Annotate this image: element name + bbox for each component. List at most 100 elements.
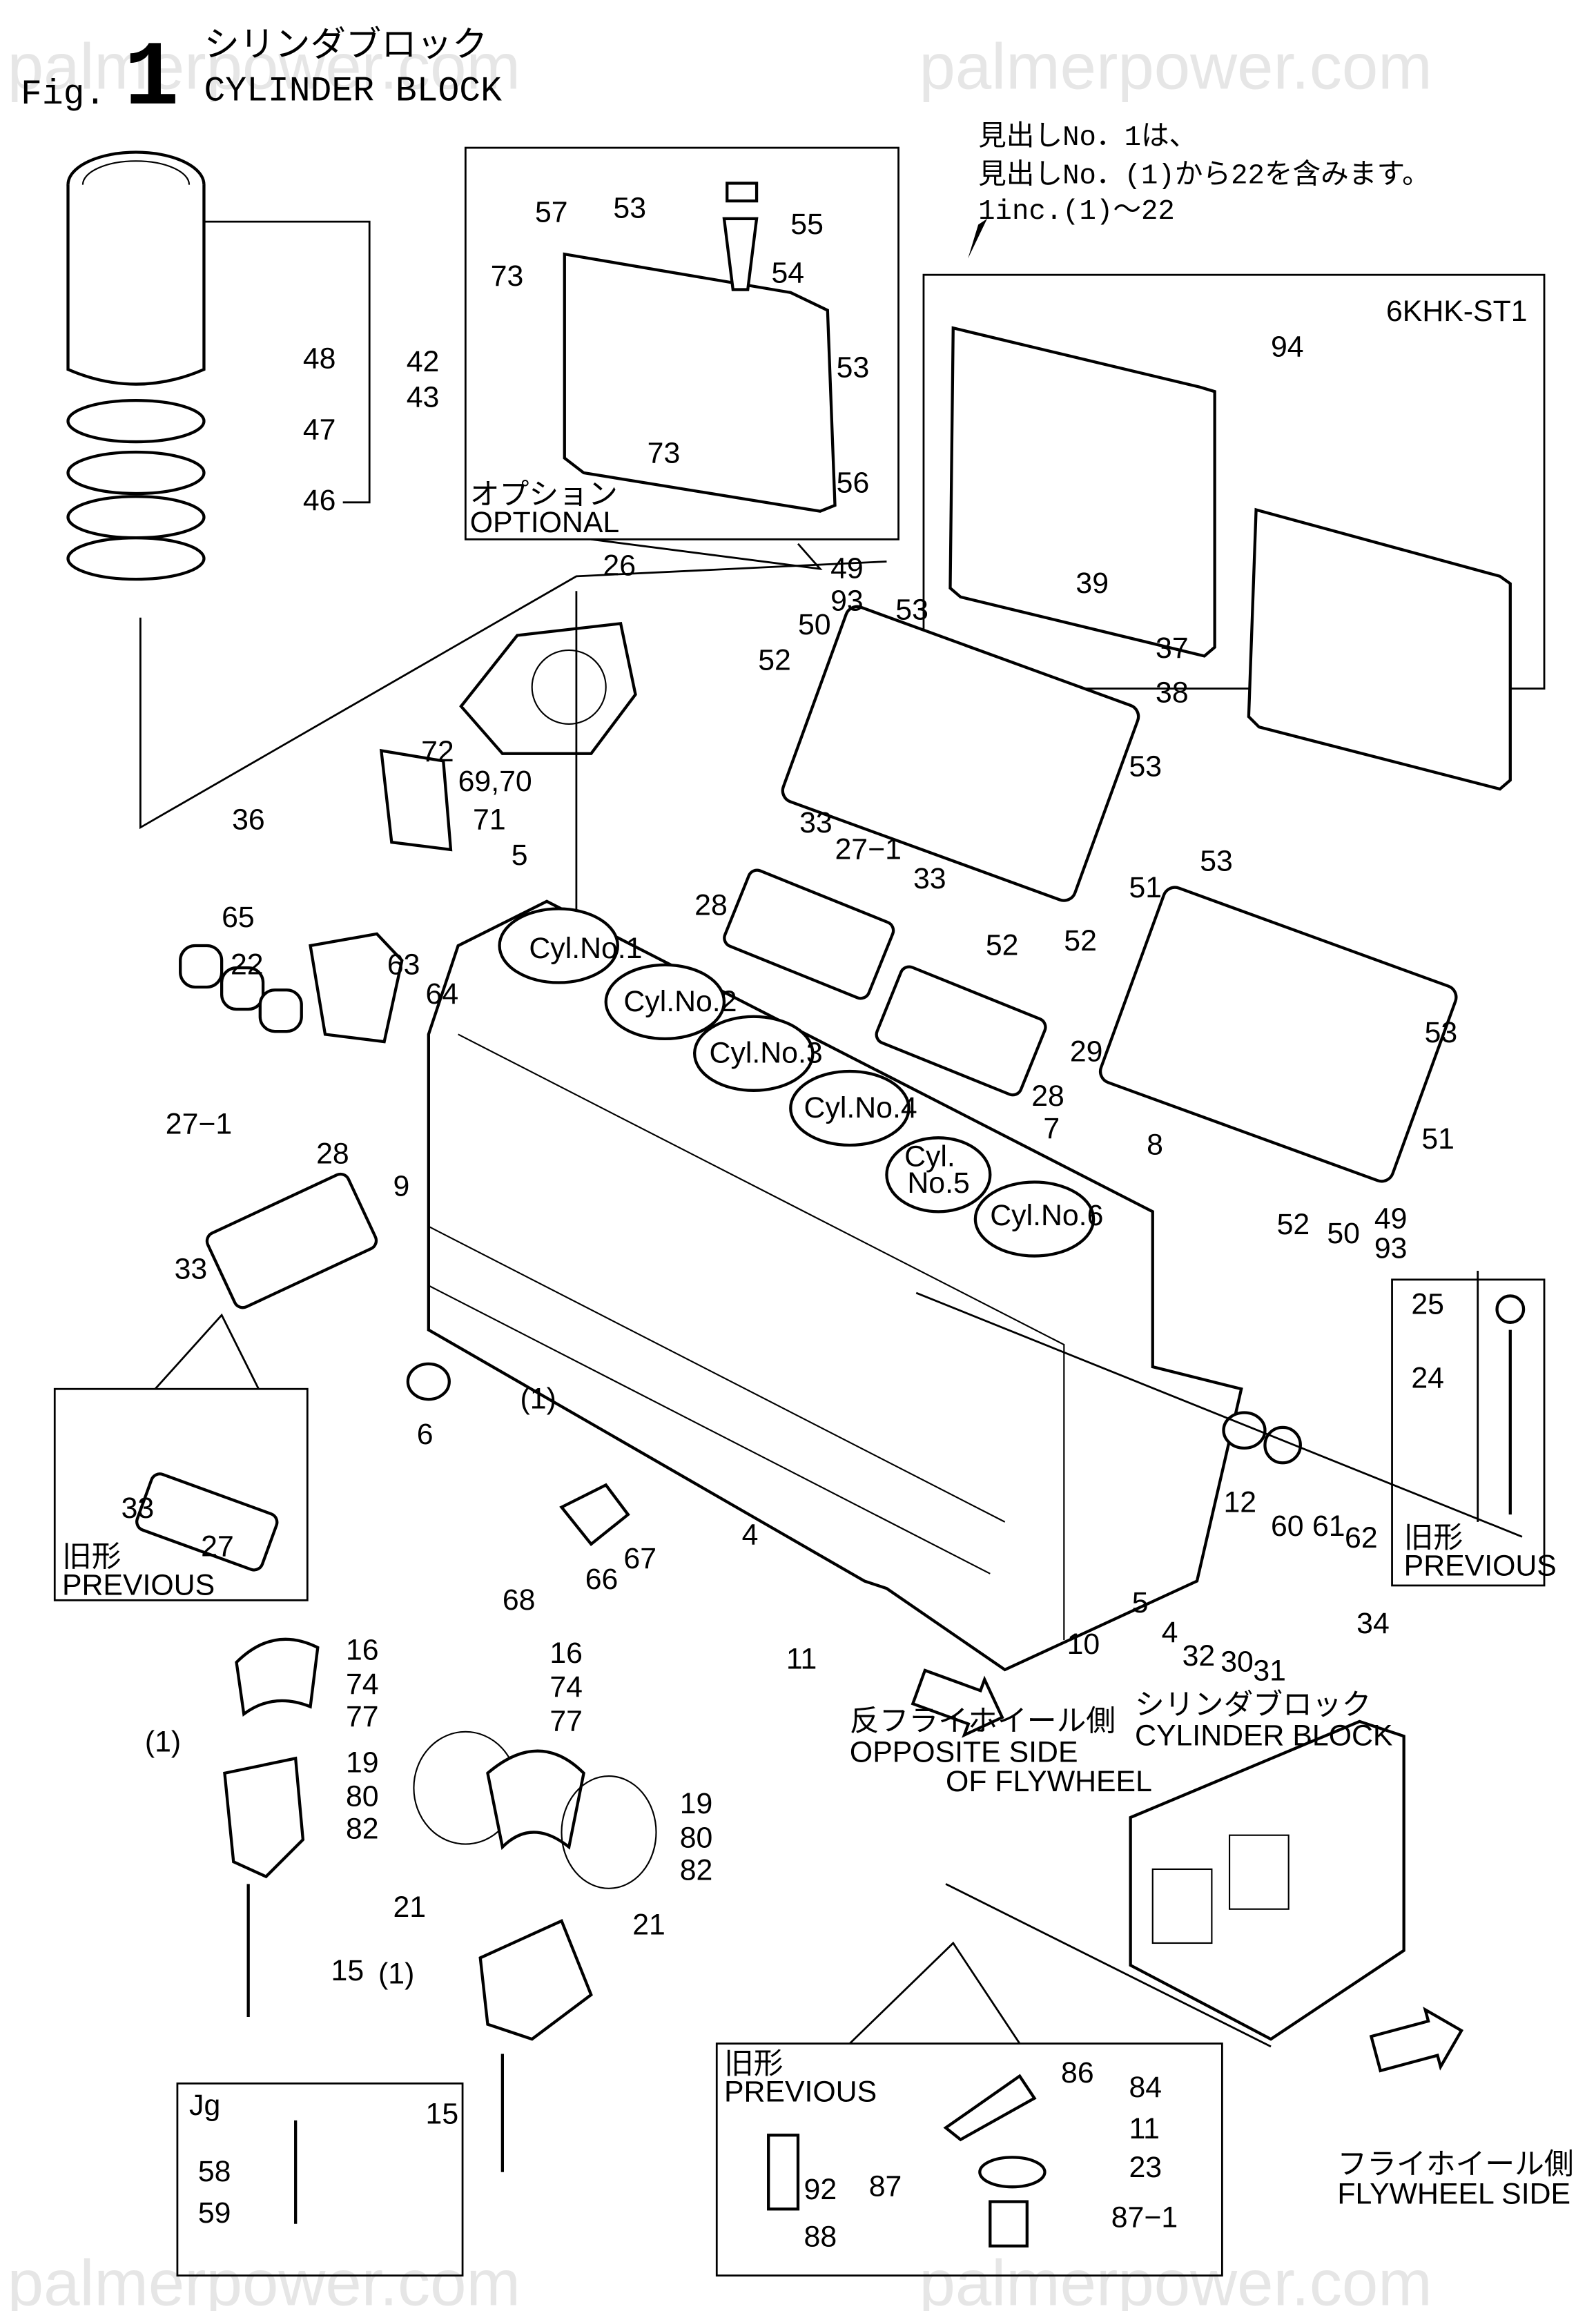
callout-part-46: 46 — [303, 484, 336, 517]
callout-part-92: 92 — [804, 2173, 837, 2206]
cover — [559, 1483, 630, 1547]
callout-part-33: 33 — [799, 806, 833, 839]
cylinder-label: Cyl.No.3 — [710, 1037, 823, 1070]
note-arrow-icon — [968, 218, 988, 259]
callout-part-57: 57 — [535, 196, 568, 229]
callout-part-82: 82 — [346, 1813, 379, 1846]
side-cover-gasket — [781, 605, 1140, 902]
callout-part-73: 73 — [491, 260, 524, 293]
callout-part-36: 36 — [232, 803, 265, 837]
callout-part-24: 24 — [1411, 1362, 1444, 1395]
callout-part-71: 71 — [473, 803, 506, 837]
callout-part-42: 42 — [407, 345, 440, 378]
model-box-label: 6KHK-ST1 — [1386, 295, 1528, 328]
watermark: palmerpower.com — [8, 30, 520, 102]
callout-part-9: 9 — [393, 1169, 409, 1202]
previous-en: PREVIOUS — [62, 1568, 215, 1601]
opposite-side-jp: 反フライホイール側 — [850, 1704, 1116, 1737]
callout-part--1-: (1) — [145, 1725, 181, 1758]
callout-part-48: 48 — [303, 342, 336, 376]
callout-part-53: 53 — [613, 191, 646, 224]
inset-title-jp: シリンダブロック — [1135, 1688, 1371, 1722]
bearing-cap — [223, 1756, 305, 1879]
optional-en: OPTIONAL — [470, 506, 619, 539]
callout-part-28: 28 — [316, 1137, 349, 1170]
cylinder-label: Cyl.No.1 — [529, 932, 642, 965]
inspection-cover — [723, 868, 895, 1000]
thrust-washer — [561, 1775, 657, 1889]
leader-line — [204, 220, 371, 504]
callout-part-68: 68 — [503, 1583, 536, 1617]
cylinder-label: Cyl.No.2 — [623, 985, 737, 1018]
callout-part-43: 43 — [407, 380, 440, 413]
callout-part-19: 19 — [346, 1746, 379, 1779]
side-cover-plate — [1247, 507, 1512, 791]
previous-box-left — [53, 1387, 309, 1601]
breather-element — [722, 217, 759, 291]
callout-part-64: 64 — [426, 977, 459, 1011]
callout-part-28: 28 — [694, 889, 728, 922]
callout-part--1-: (1) — [520, 1383, 556, 1416]
note-line-3: 1inc.(1)～22 — [978, 196, 1175, 228]
callout-part-4: 4 — [742, 1519, 759, 1552]
callout-part-27: 27 — [201, 1530, 234, 1563]
callout-part-50: 50 — [798, 608, 831, 641]
optional-box — [464, 146, 899, 540]
callout-part-49: 49 — [1374, 1202, 1408, 1236]
bearing-shell — [486, 1749, 585, 1851]
callout-part-31: 31 — [1253, 1655, 1286, 1688]
callout-part-52: 52 — [986, 928, 1019, 962]
callout-part-59: 59 — [198, 2196, 231, 2230]
previous-jp: 旧形 — [724, 2047, 784, 2080]
callout-part-12: 12 — [1224, 1486, 1257, 1519]
title-jp: シリンダブロック — [204, 25, 487, 67]
callout-part-51: 51 — [1421, 1122, 1454, 1156]
inset-title-en: CYLINDER BLOCK — [1135, 1719, 1393, 1753]
previous-jp: 旧形 — [62, 1541, 121, 1574]
callout-part-15: 15 — [426, 2098, 459, 2131]
fig-number: 1 — [124, 28, 179, 131]
callout-part-60: 60 — [1271, 1510, 1304, 1543]
callout-part-94: 94 — [1271, 331, 1304, 364]
bushing — [258, 988, 303, 1033]
nut — [1495, 1294, 1526, 1325]
callout-part-80: 80 — [680, 1821, 713, 1854]
callout-part-28: 28 — [1031, 1080, 1064, 1113]
callout-part-77: 77 — [346, 1700, 379, 1733]
side-cover-plate — [948, 326, 1216, 658]
watermarks: palmerpower.com palmerpower.com palmerpo… — [8, 30, 1432, 2311]
cylinder-label: Cyl.No.6 — [990, 1199, 1103, 1232]
previous-box-bottom — [715, 2042, 1223, 2277]
callout-part-88: 88 — [804, 2220, 837, 2253]
flywheel-side-jp: フライホイール側 — [1337, 2148, 1573, 2181]
leader-line — [154, 1313, 260, 1390]
watermark: palmerpower.com — [919, 2246, 1432, 2311]
cover — [309, 932, 404, 1044]
callout-part-10: 10 — [1067, 1628, 1100, 1661]
previous-en: PREVIOUS — [1404, 1550, 1557, 1583]
callout-part-93: 93 — [830, 585, 864, 618]
bushing — [220, 966, 265, 1011]
callout-part-53: 53 — [1425, 1016, 1458, 1049]
jg-label: Jg — [189, 2089, 220, 2122]
callout-part-34: 34 — [1356, 1607, 1390, 1640]
callout-part-21: 21 — [632, 1909, 665, 1942]
callout-part-50: 50 — [1327, 1217, 1360, 1250]
callout-part-55: 55 — [790, 208, 824, 241]
callout-part-84: 84 — [1129, 2071, 1162, 2104]
callout-part-29: 29 — [1070, 1035, 1103, 1069]
fig-prefix: Fig. — [21, 75, 106, 115]
inspection-cover — [205, 1172, 378, 1309]
callout-part-53: 53 — [1129, 750, 1162, 783]
previous-jp: 旧形 — [1404, 1521, 1463, 1554]
callout-part-16: 16 — [346, 1634, 379, 1667]
callout-part-86: 86 — [1061, 2056, 1094, 2089]
side-cover-gasket — [1098, 886, 1458, 1183]
callout-part-37: 37 — [1156, 632, 1189, 665]
callout-part-23: 23 — [1129, 2151, 1162, 2184]
optional-jp: オプション — [470, 478, 618, 511]
title-en: CYLINDER BLOCK — [204, 72, 502, 112]
valve — [767, 2134, 800, 2211]
